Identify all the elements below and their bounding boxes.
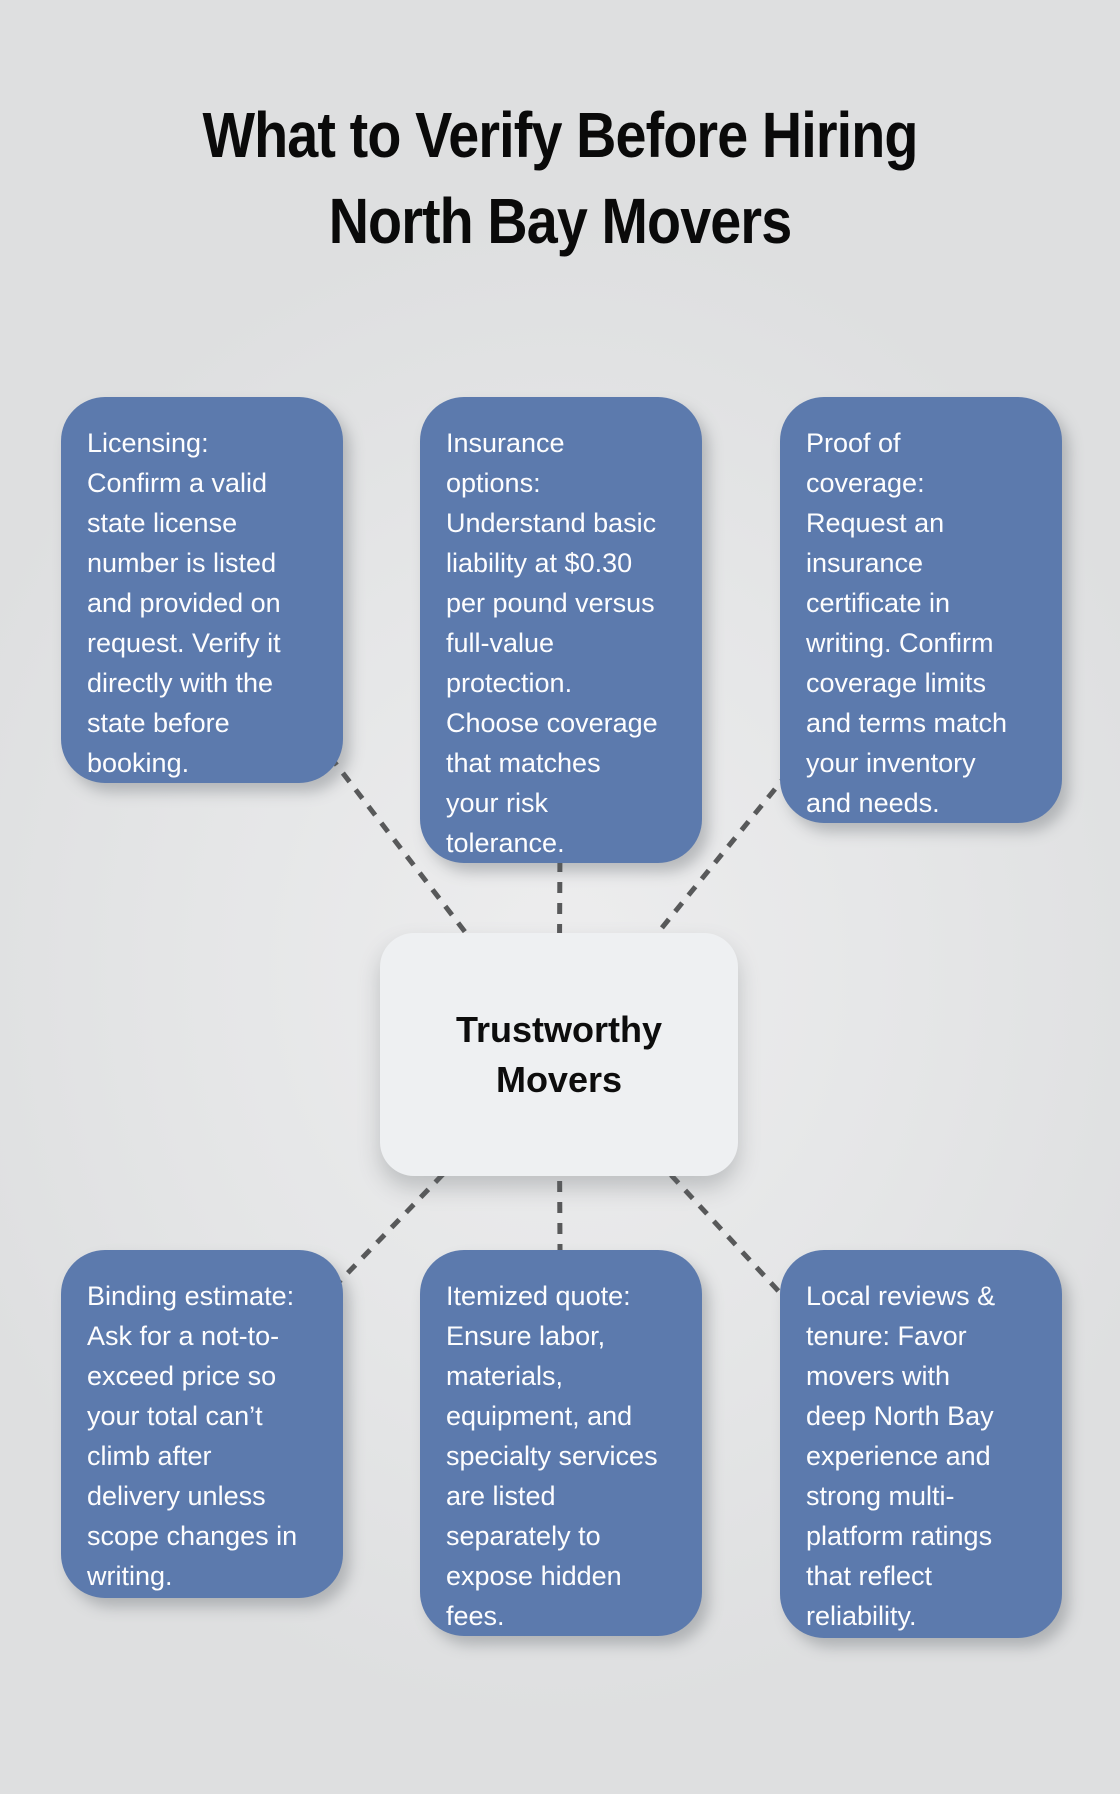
- page-title-line-1: What to Verify Before Hiring: [202, 99, 918, 171]
- node-licensing-text: Licensing: Confirm a valid state license…: [87, 428, 281, 778]
- center-node-trustworthy-movers: Trustworthy Movers: [380, 933, 738, 1176]
- node-binding-estimate: Binding estimate: Ask for a not-to- exce…: [61, 1250, 343, 1598]
- page-title-line-2: North Bay Movers: [328, 185, 792, 257]
- center-node-label: Trustworthy Movers: [455, 1008, 662, 1100]
- node-proof-of-coverage: Proof of coverage: Request an insurance …: [780, 397, 1062, 823]
- node-local-reviews-text: Local reviews & tenure: Favor movers wit…: [806, 1281, 996, 1631]
- node-local-reviews: Local reviews & tenure: Favor movers wit…: [780, 1250, 1062, 1638]
- node-binding-estimate-text: Binding estimate: Ask for a not-to- exce…: [87, 1281, 298, 1591]
- node-licensing: Licensing: Confirm a valid state license…: [61, 397, 343, 783]
- node-proof-of-coverage-text: Proof of coverage: Request an insurance …: [806, 428, 1008, 818]
- node-insurance-options-text: Insurance options: Understand basic liab…: [446, 428, 658, 858]
- node-insurance-options: Insurance options: Understand basic liab…: [420, 397, 702, 863]
- node-itemized-quote-text: Itemized quote: Ensure labor, materials,…: [446, 1281, 658, 1631]
- node-itemized-quote: Itemized quote: Ensure labor, materials,…: [420, 1250, 702, 1636]
